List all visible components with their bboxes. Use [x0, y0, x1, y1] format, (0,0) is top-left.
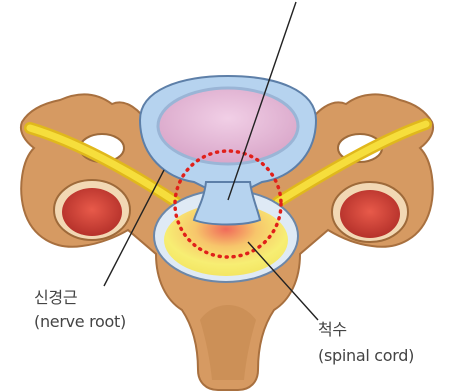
- disc-nucleus: [158, 88, 298, 164]
- spinal-cord-label-korean: 척수: [318, 320, 347, 340]
- nerve-root-label-korean: 신경근: [34, 288, 77, 308]
- nerve-root-label-english: (nerve root): [34, 312, 126, 332]
- spinal-cord-label-english: (spinal cord): [318, 346, 414, 366]
